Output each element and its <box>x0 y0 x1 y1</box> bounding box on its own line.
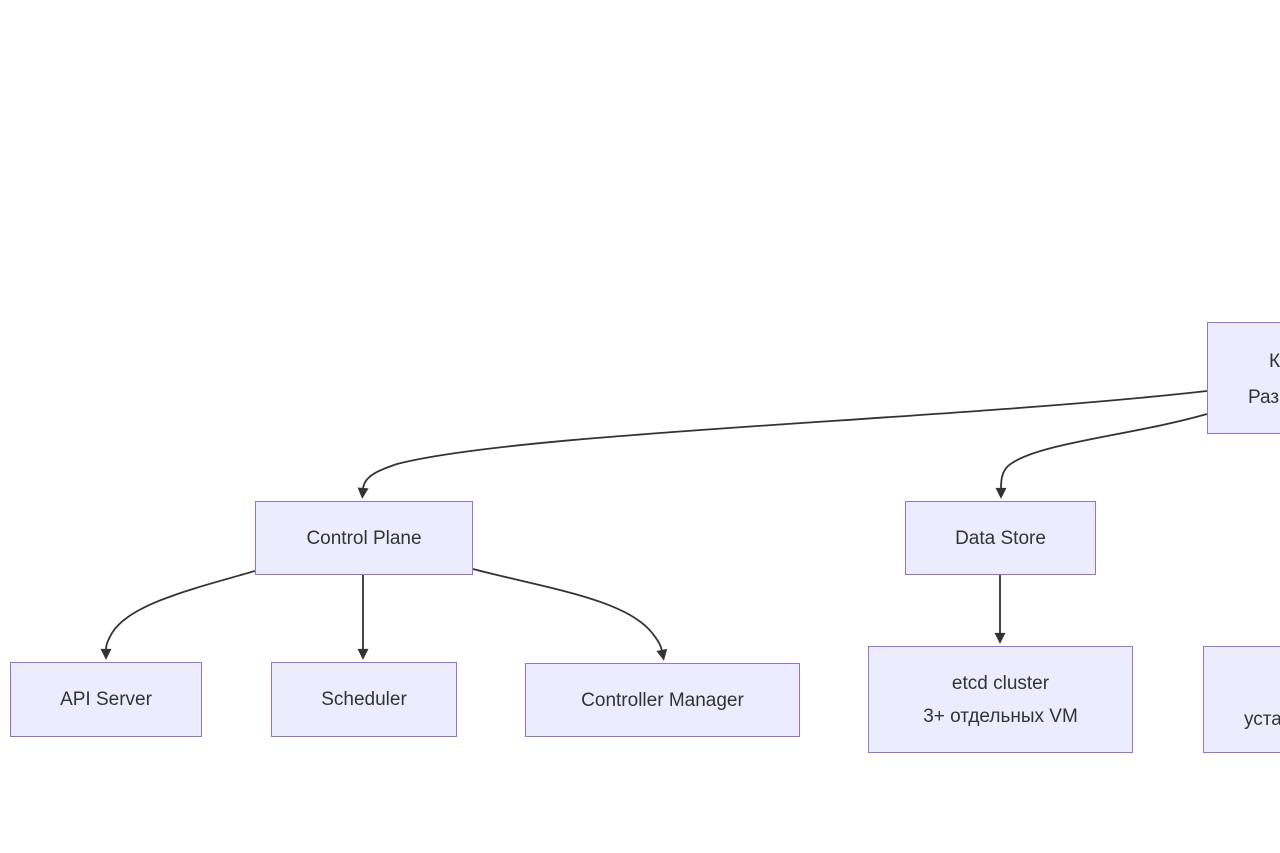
node-etcd-cluster: etcd cluster 3+ отдельных VM <box>868 646 1133 753</box>
node-controller-manager: Controller Manager <box>525 663 800 737</box>
edge-cluster-to-control-plane <box>357 390 1208 499</box>
node-etcd-cluster-label-line2: 3+ отдельных VM <box>923 705 1078 727</box>
node-etcd-cluster-label-line1: etcd cluster <box>951 672 1050 694</box>
node-cluster-partial: К Раз <box>1207 322 1280 434</box>
node-controller-manager-label: Controller Manager <box>581 689 744 711</box>
node-api-server: API Server <box>10 662 202 737</box>
node-scheduler: Scheduler <box>271 662 457 737</box>
node-install-partial: уста <box>1203 646 1280 753</box>
node-cluster-partial-label-line1: К <box>1269 351 1280 372</box>
edge-control-plane-to-controller-manager <box>472 568 668 661</box>
node-scheduler-label: Scheduler <box>321 689 407 710</box>
node-install-partial-label-line2: уста <box>1244 709 1280 730</box>
node-data-store-label: Data Store <box>955 527 1046 549</box>
edge-control-plane-to-api-server <box>100 570 256 660</box>
node-api-server-label: API Server <box>60 689 152 710</box>
node-cluster-partial-label-line2: Раз <box>1248 387 1280 408</box>
edge-cluster-to-data-store <box>995 413 1208 499</box>
node-control-plane: Control Plane <box>255 501 473 575</box>
node-data-store: Data Store <box>905 501 1096 575</box>
node-control-plane-label: Control Plane <box>306 527 422 549</box>
